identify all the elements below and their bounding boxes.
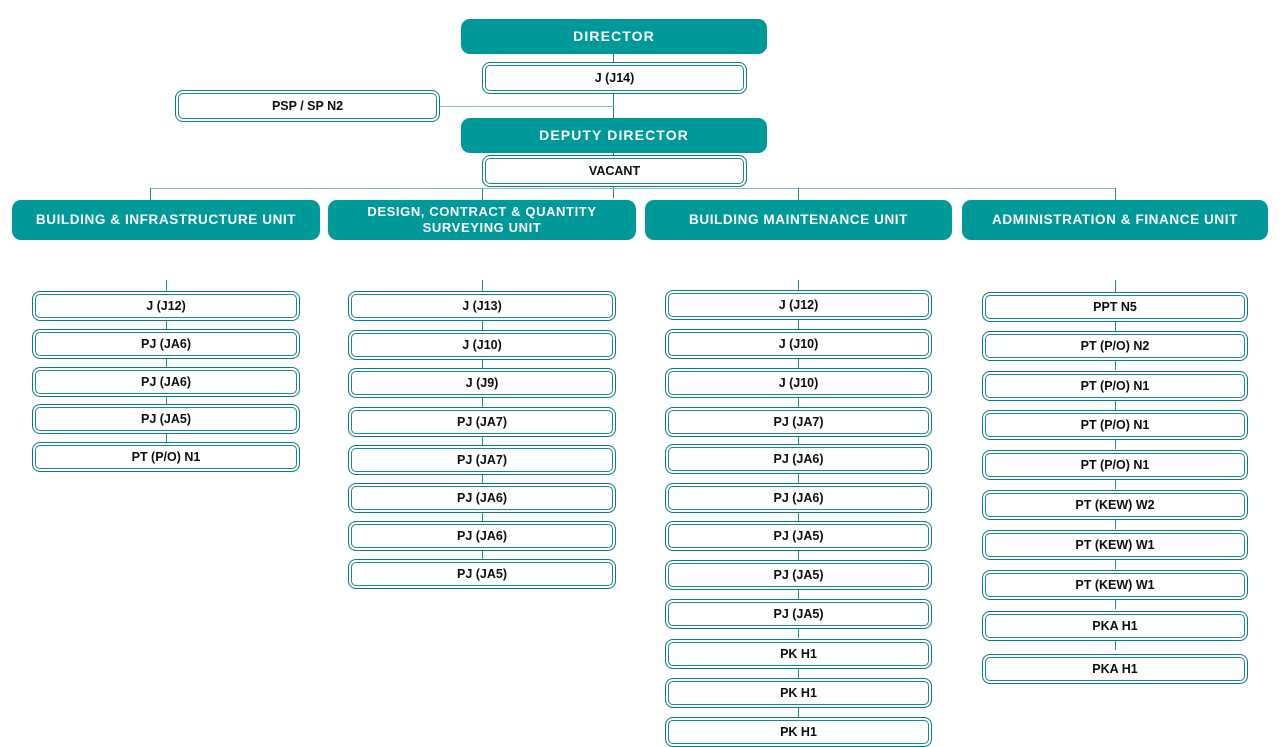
unit-header-design-contract-quantity-surveying[interactable]: DESIGN, CONTRACT & QUANTITY SURVEYING UN… <box>328 200 636 240</box>
connector-position <box>798 513 799 522</box>
connector-bus-to-unit-3 <box>798 188 799 200</box>
connector-staff-side-horizontal <box>440 106 614 107</box>
connector-unit-spine <box>1115 280 1116 292</box>
connector-deputy-to-vacant <box>613 151 614 157</box>
node-deputy-director-grade[interactable]: VACANT <box>482 155 747 187</box>
position-node[interactable]: PT (KEW) W2 <box>982 490 1248 520</box>
node-staff-side-psp-sp[interactable]: PSP / SP N2 <box>175 90 440 122</box>
unit-header-building-infrastructure[interactable]: BUILDING & INFRASTRUCTURE UNIT <box>12 200 320 240</box>
connector-position <box>798 629 799 638</box>
position-node[interactable]: PPT N5 <box>982 292 1248 322</box>
unit-header-administration-finance[interactable]: ADMINISTRATION & FINANCE UNIT <box>962 200 1268 240</box>
position-node[interactable]: J (J12) <box>32 291 300 321</box>
connector-position <box>798 669 799 678</box>
connector-position <box>1115 401 1116 410</box>
connector-position <box>482 551 483 560</box>
position-node[interactable]: PT (P/O) N1 <box>982 450 1248 480</box>
unit-header-line-1: DESIGN, CONTRACT & QUANTITY <box>367 204 597 220</box>
connector-position <box>166 321 167 330</box>
position-node[interactable]: J (J10) <box>665 329 932 359</box>
connector-position <box>798 398 799 407</box>
position-node[interactable]: PJ (JA5) <box>665 521 932 551</box>
connector-unit-bus <box>150 188 1115 189</box>
connector-position <box>482 321 483 330</box>
position-node[interactable]: PJ (JA5) <box>32 404 300 434</box>
connector-position <box>482 398 483 407</box>
connector-position <box>798 590 799 599</box>
connector-position <box>482 475 483 484</box>
connector-position <box>482 360 483 369</box>
position-node[interactable]: PK H1 <box>665 678 932 708</box>
node-deputy-director-title[interactable]: DEPUTY DIRECTOR <box>461 118 767 153</box>
connector-position <box>1115 322 1116 331</box>
unit-column-building-infrastructure: BUILDING & INFRASTRUCTURE UNIT J (J12) P… <box>12 200 320 472</box>
position-node[interactable]: PJ (JA6) <box>348 483 616 513</box>
position-node[interactable]: PK H1 <box>665 639 932 669</box>
connector-position <box>482 437 483 446</box>
unit-column-design-contract-quantity-surveying: DESIGN, CONTRACT & QUANTITY SURVEYING UN… <box>328 200 636 589</box>
connector-position <box>1115 560 1116 569</box>
position-node[interactable]: PT (P/O) N1 <box>32 442 300 472</box>
position-node[interactable]: PT (KEW) W1 <box>982 530 1248 560</box>
position-node[interactable]: J (J9) <box>348 368 616 398</box>
connector-position <box>1115 480 1116 489</box>
position-node[interactable]: PJ (JA7) <box>348 407 616 437</box>
position-node[interactable]: PJ (JA5) <box>665 599 932 629</box>
position-node[interactable]: PJ (JA6) <box>665 483 932 513</box>
position-node[interactable]: PT (P/O) N2 <box>982 331 1248 361</box>
connector-position <box>798 437 799 446</box>
connector-bus-to-unit-2 <box>482 188 483 200</box>
position-node[interactable]: PJ (JA5) <box>348 559 616 589</box>
unit-header-building-maintenance[interactable]: BUILDING MAINTENANCE UNIT <box>645 200 952 240</box>
position-node[interactable]: PJ (JA7) <box>665 407 932 437</box>
unit-column-administration-finance: ADMINISTRATION & FINANCE UNIT PPT N5 PT … <box>962 200 1268 684</box>
position-node[interactable]: J (J10) <box>348 330 616 360</box>
unit-header-line-2: SURVEYING UNIT <box>422 220 542 235</box>
position-node[interactable]: PT (P/O) N1 <box>982 410 1248 440</box>
position-node[interactable]: PJ (JA7) <box>348 445 616 475</box>
position-node[interactable]: J (J12) <box>665 290 932 320</box>
connector-vacant-to-bus <box>613 187 614 198</box>
unit-column-building-maintenance: BUILDING MAINTENANCE UNIT J (J12) J (J10… <box>645 200 952 747</box>
connector-position <box>166 359 167 368</box>
connector-position <box>482 513 483 522</box>
org-chart-canvas: DIRECTOR J (J14) PSP / SP N2 DEPUTY DIRE… <box>12 19 1268 747</box>
position-node[interactable]: PT (P/O) N1 <box>982 371 1248 401</box>
connector-position <box>1115 440 1116 449</box>
connector-position <box>166 397 167 406</box>
connector-position <box>1115 600 1116 609</box>
connector-bus-to-unit-1 <box>150 188 151 200</box>
connector-position <box>798 474 799 483</box>
connector-position <box>798 708 799 717</box>
connector-position <box>798 320 799 329</box>
position-node[interactable]: PT (KEW) W1 <box>982 570 1248 600</box>
node-director-grade[interactable]: J (J14) <box>482 62 747 94</box>
node-director-title[interactable]: DIRECTOR <box>461 19 767 54</box>
connector-director-to-grade <box>613 53 614 63</box>
position-node[interactable]: J (J10) <box>665 368 932 398</box>
connector-unit-spine <box>482 280 483 292</box>
position-node[interactable]: PJ (JA6) <box>32 329 300 359</box>
position-node[interactable]: PJ (JA6) <box>665 444 932 474</box>
connector-unit-spine <box>798 280 799 290</box>
position-node[interactable]: J (J13) <box>348 291 616 321</box>
connector-position <box>166 434 167 443</box>
position-node[interactable]: PK H1 <box>665 717 932 747</box>
position-node[interactable]: PJ (JA6) <box>348 521 616 551</box>
position-node[interactable]: PJ (JA5) <box>665 560 932 590</box>
connector-bus-to-unit-4 <box>1115 188 1116 200</box>
position-node[interactable]: PKA H1 <box>982 654 1248 684</box>
connector-position <box>1115 361 1116 370</box>
connector-position <box>1115 641 1116 650</box>
connector-position <box>798 359 799 368</box>
connector-position <box>798 551 799 560</box>
connector-unit-spine <box>166 280 167 294</box>
connector-position <box>1115 520 1116 529</box>
position-node[interactable]: PJ (JA6) <box>32 367 300 397</box>
position-node[interactable]: PKA H1 <box>982 611 1248 641</box>
